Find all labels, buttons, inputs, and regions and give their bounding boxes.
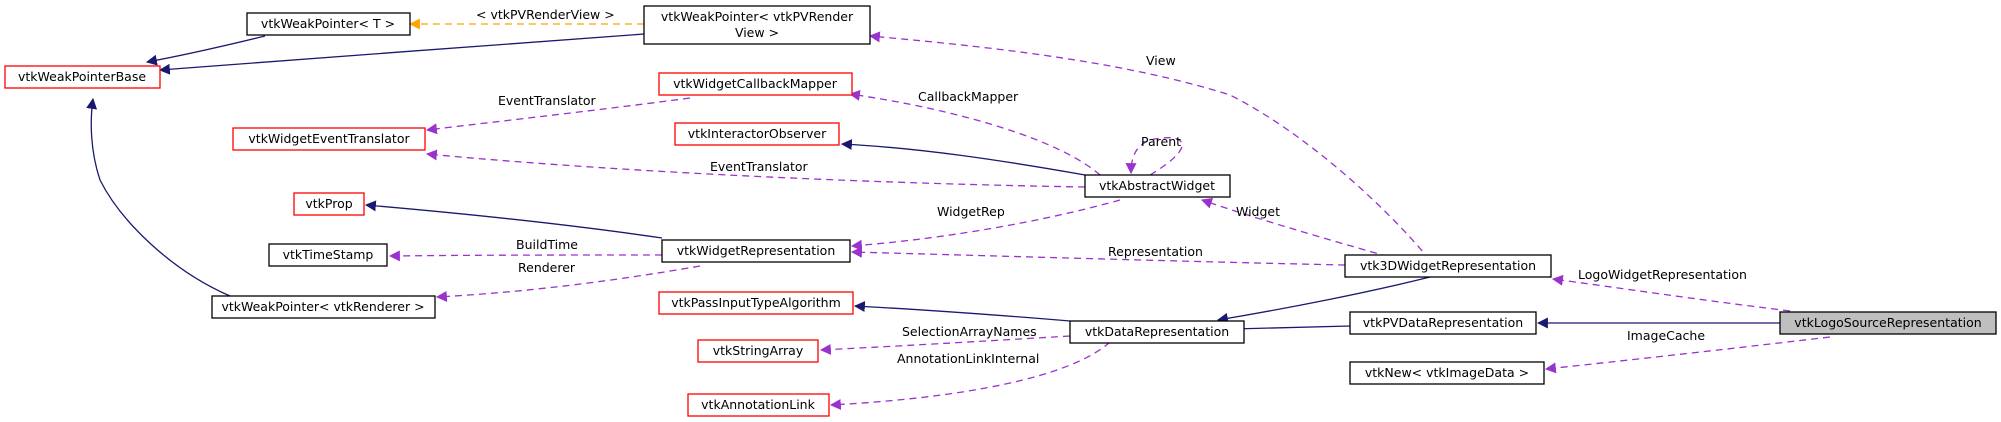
label-widget: Widget <box>1236 204 1280 219</box>
edge-event-translator-1 <box>425 97 691 135</box>
node-vtk-data-representation[interactable]: vtkDataRepresentation <box>1069 320 1245 344</box>
node-label: vtk3DWidgetRepresentation <box>1360 258 1536 273</box>
node-vtk-string-array[interactable]: vtkStringArray <box>697 339 819 363</box>
label-widget-rep: WidgetRep <box>937 204 1005 219</box>
label-template-arg: < vtkPVRenderView > <box>476 7 615 22</box>
edge-callback-mapper <box>848 89 1101 176</box>
node-vtk-weak-pointer-base[interactable]: vtkWeakPointerBase <box>4 65 161 89</box>
node-vtk-weak-pointer-t[interactable]: vtkWeakPointer< T > <box>246 12 411 36</box>
edge-view <box>868 31 1431 261</box>
node-vtk-interactor-observer[interactable]: vtkInteractorObserver <box>674 122 840 146</box>
node-label: vtkPVDataRepresentation <box>1363 315 1523 330</box>
edge-build-time <box>388 250 663 262</box>
node-vtk-logo-source-representation[interactable]: vtkLogoSourceRepresentation <box>1779 311 1997 335</box>
node-label: vtkTimeStamp <box>283 247 374 262</box>
edge-weak-t-to-base <box>145 35 266 66</box>
label-logo-widget-rep: LogoWidgetRepresentation <box>1578 267 1747 282</box>
node-label: vtkDataRepresentation <box>1085 324 1229 339</box>
node-label: vtkWidgetRepresentation <box>677 243 836 258</box>
node-label: vtkAbstractWidget <box>1099 178 1215 193</box>
edge-widget-rep-to-prop <box>364 200 663 239</box>
label-callback-mapper: CallbackMapper <box>918 89 1019 104</box>
node-label: vtkNew< vtkImageData > <box>1365 365 1529 380</box>
node-label: vtkProp <box>305 196 352 211</box>
edge-representation <box>850 246 1346 266</box>
edge-annotation-link-internal <box>829 341 1111 410</box>
node-label: vtkLogoSourceRepresentation <box>1794 315 1981 330</box>
node-vtk-new-image-data[interactable]: vtkNew< vtkImageData > <box>1349 361 1545 385</box>
label-view: View <box>1146 53 1176 68</box>
edge-event-translator-2 <box>425 149 1086 188</box>
edge-abstract-widget-to-interactor-observer <box>840 139 1086 176</box>
node-label: vtkInteractorObserver <box>688 126 827 141</box>
node-vtk-pv-data-representation[interactable]: vtkPVDataRepresentation <box>1349 311 1537 335</box>
node-label: vtkWidgetCallbackMapper <box>673 76 838 91</box>
edge-data-rep-to-pass-input <box>853 301 1071 322</box>
edge-w3d-rep-to-data-rep <box>1216 276 1431 324</box>
node-vtk-abstract-widget[interactable]: vtkAbstractWidget <box>1084 174 1231 198</box>
node-label: vtkWeakPointerBase <box>18 69 146 84</box>
node-label: vtkPassInputTypeAlgorithm <box>671 295 841 310</box>
node-vtk-weak-pointer-renderer[interactable]: vtkWeakPointer< vtkRenderer > <box>211 295 436 319</box>
label-representation: Representation <box>1108 244 1203 259</box>
edge-weak-view-to-base <box>158 33 645 75</box>
node-label: vtkWidgetEventTranslator <box>248 131 410 146</box>
edge-parent <box>1125 137 1183 176</box>
edge-renderer <box>435 265 701 302</box>
edge-image-cache <box>1544 336 1831 374</box>
label-parent: Parent <box>1141 134 1181 149</box>
edge-weak-renderer-to-base <box>86 97 231 297</box>
node-vtk-time-stamp[interactable]: vtkTimeStamp <box>268 243 388 267</box>
label-event-translator-2: EventTranslator <box>710 159 809 174</box>
edge-selection-array-names <box>819 335 1071 355</box>
node-label: vtkAnnotationLink <box>701 397 815 412</box>
node-label-line-2: View > <box>735 25 779 40</box>
edge-widget-rep <box>850 199 1121 251</box>
node-vtk-annotation-link[interactable]: vtkAnnotationLink <box>687 393 830 417</box>
label-event-translator-1: EventTranslator <box>498 93 597 108</box>
node-vtk-3d-widget-representation[interactable]: vtk3DWidgetRepresentation <box>1344 254 1552 278</box>
node-label: vtkStringArray <box>713 343 804 358</box>
node-vtk-widget-callback-mapper[interactable]: vtkWidgetCallbackMapper <box>658 72 853 96</box>
label-build-time: BuildTime <box>516 237 578 252</box>
edge-pv-data-rep-to-data-rep <box>1231 323 1351 335</box>
node-vtk-pass-input-type-algorithm[interactable]: vtkPassInputTypeAlgorithm <box>658 291 854 315</box>
node-vtk-widget-event-translator[interactable]: vtkWidgetEventTranslator <box>232 127 426 151</box>
edge-widget <box>1200 198 1401 261</box>
node-label: vtkWeakPointer< vtkRenderer > <box>221 299 424 314</box>
node-label: vtkWeakPointer< T > <box>261 16 395 31</box>
edge-logo-widget-rep <box>1551 274 1791 312</box>
label-renderer: Renderer <box>518 260 576 275</box>
label-image-cache: ImageCache <box>1627 328 1705 343</box>
node-vtk-widget-representation[interactable]: vtkWidgetRepresentation <box>661 239 851 263</box>
node-vtk-prop[interactable]: vtkProp <box>293 192 365 216</box>
node-label-line-1: vtkWeakPointer< vtkPVRender <box>661 9 854 24</box>
node-vtk-weak-pointer-pvrenderview[interactable]: vtkWeakPointer< vtkPVRender View > <box>643 5 871 45</box>
label-selection-array-names: SelectionArrayNames <box>902 324 1037 339</box>
label-annotation-link-internal: AnnotationLinkInternal <box>897 351 1039 366</box>
